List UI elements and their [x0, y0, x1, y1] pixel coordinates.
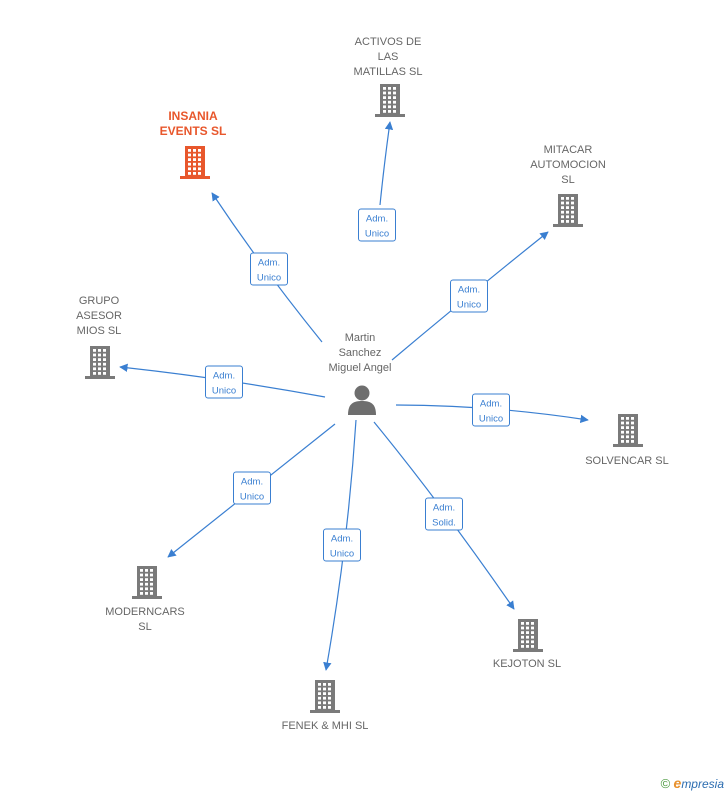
company-name-mitacar[interactable]: MITACAR AUTOMOCION SL — [530, 144, 606, 186]
role-line-1: Adm. — [330, 533, 354, 545]
brand-footer: © empresia — [661, 775, 724, 791]
role-badge-kejoton[interactable]: Adm. Solid. — [425, 497, 463, 531]
brand-name: mpresia — [681, 777, 724, 791]
role-badge-mitacar[interactable]: Adm. Unico — [450, 279, 488, 313]
role-line-1: Adm. — [432, 502, 456, 514]
company-name-fenek[interactable]: FENEK & MHI SL — [281, 720, 369, 732]
person-icon[interactable] — [348, 385, 376, 416]
building-icon[interactable] — [310, 680, 340, 713]
role-line-1: Adm. — [457, 284, 481, 296]
company-name-grupo[interactable]: GRUPO ASESOR MIOS SL — [76, 295, 122, 337]
building-icon[interactable] — [553, 194, 583, 227]
company-name-activos[interactable]: ACTIVOS DE LAS MATILLAS SL — [353, 36, 423, 78]
role-line-1: Adm. — [240, 476, 264, 488]
role-badge-grupo[interactable]: Adm. Unico — [205, 365, 243, 399]
role-line-1: Adm. — [257, 257, 281, 269]
role-line-1: Adm. — [212, 370, 236, 382]
building-icon[interactable] — [375, 84, 405, 117]
person-name[interactable]: Martin Sanchez Miguel Angel — [328, 332, 392, 374]
company-name-insania[interactable]: INSANIA EVENTS SL — [159, 109, 227, 138]
edges — [119, 121, 589, 671]
nodes — [85, 84, 643, 713]
role-badge-solvencar[interactable]: Adm. Unico — [472, 393, 510, 427]
company-name-solvencar[interactable]: SOLVENCAR SL — [585, 455, 669, 467]
company-name-moderncars[interactable]: MODERNCARS SL — [105, 606, 185, 633]
role-line-1: Adm. — [365, 213, 389, 225]
role-badge-moderncars[interactable]: Adm. Unico — [233, 471, 271, 505]
role-line-1: Adm. — [479, 398, 503, 410]
role-badge-insania[interactable]: Adm. Unico — [250, 252, 288, 286]
brand-initial: e — [673, 775, 682, 791]
role-line-2: Unico — [364, 228, 390, 240]
role-line-2: Unico — [211, 385, 237, 397]
building-icon[interactable] — [513, 619, 543, 652]
building-icon[interactable] — [85, 346, 115, 379]
company-name-kejoton[interactable]: KEJOTON SL — [492, 658, 562, 670]
role-line-2: Unico — [456, 299, 482, 311]
role-badge-activos[interactable]: Adm. Unico — [358, 208, 396, 242]
role-line-2: Unico — [478, 413, 504, 425]
role-line-2: Unico — [329, 548, 355, 560]
building-icon[interactable] — [613, 414, 643, 447]
building-icon[interactable] — [132, 566, 162, 599]
role-line-2: Solid. — [432, 517, 456, 529]
role-line-2: Unico — [256, 272, 282, 284]
building-icon[interactable] — [180, 146, 210, 179]
copyright-icon: © — [660, 776, 671, 791]
edge-activos — [379, 121, 394, 206]
role-badge-fenek[interactable]: Adm. Unico — [323, 528, 361, 562]
role-line-2: Unico — [239, 491, 265, 503]
